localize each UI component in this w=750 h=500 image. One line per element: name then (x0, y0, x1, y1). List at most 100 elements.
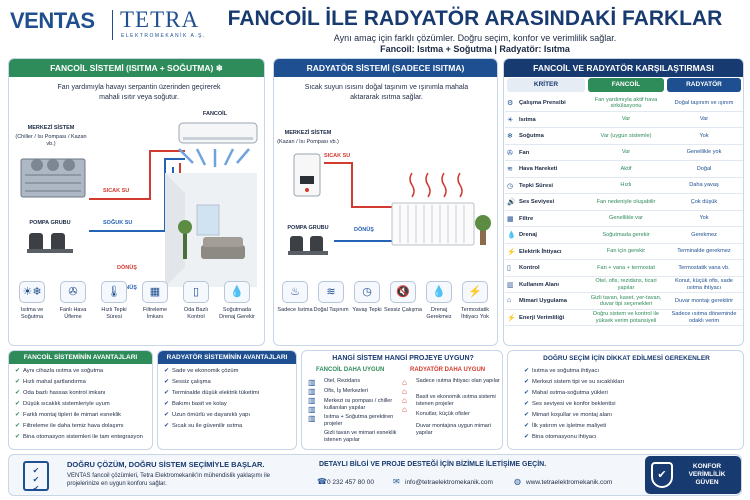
radiator-cell: Termostatik vana vb. (678, 264, 730, 271)
criterion-cell: Çalışma Prensibi (519, 100, 566, 106)
criterion-cell: Isıtma (519, 116, 536, 123)
footer-email[interactable]: info@tetraelektromekanik.com (405, 479, 493, 486)
list-item: Bakımı basit ve kolay (164, 401, 227, 408)
mute-icon: 🔇 (390, 281, 416, 303)
use-item: Sadece ısıtma ihtiyacı olan yapılar (416, 378, 500, 384)
criterion-cell: Mimari Uygulama (519, 298, 567, 304)
central-system-title: MERKEZİ SİSTEM (27, 125, 75, 131)
list-item: Isıtma ve soğutma ihtiyacı (524, 368, 599, 375)
which-system-header: HANGİ SİSTEM HANGİ PROJEYE UYGUN? (332, 355, 474, 362)
clock-icon: ◷ (354, 281, 380, 303)
fancoil-cell: Fan + vana + termostat (597, 264, 655, 271)
radiator-room (391, 172, 491, 246)
criterion-icon: ◷ (507, 182, 514, 190)
criterion-cell: Soğutma (519, 133, 544, 139)
fan-icon: ✇ (60, 281, 86, 303)
list-item: Sade ve ekonomik çözüm (164, 368, 238, 375)
list-item: Ses seviyesi ve konfor beklentisi (524, 401, 615, 408)
radiator-description: Sıcak suyun ısısını doğal taşınım ve ışı… (304, 84, 469, 101)
fancoil-cell: Fan için gerekir (606, 248, 646, 255)
radiator-cell: Duvar montajı gerektirir (674, 297, 734, 304)
radiator-cell: Var (699, 116, 709, 123)
fancoil-cell: Var (621, 116, 631, 123)
use-item: Otel, Rezidans (324, 378, 361, 384)
criterion-icon: ☀ (507, 116, 514, 124)
comparison-header: FANCOİL VE RADYATÖR KARŞILAŞTIRMASI (504, 59, 743, 77)
feature-label: Fanlı Hava Üfleme (59, 307, 87, 320)
list-item: Sessiz çalışma (164, 379, 211, 386)
fancoil-adv-header: FANCOİL SİSTEMİNİN AVANTAJLARI (9, 351, 152, 364)
criterion-icon: 🔊 (507, 199, 516, 206)
radiator-pump-group (288, 236, 328, 255)
feature-label: Filtreleme İmkanı (142, 307, 168, 320)
use-item: Merkezi ısı pompası / chiller kullanılan… (324, 398, 393, 411)
list-item: Hızlı mahal şartlandırma (15, 379, 86, 386)
list-item: İlk yatırım ve işletme maliyeti (524, 423, 606, 430)
list-item: Filtreleme ile daha temiz hava dolaşımı (15, 423, 124, 430)
footer-web[interactable]: www.tetraelektromekanik.com (526, 479, 613, 486)
fancoil-cell: Var (621, 149, 631, 156)
feature-label: Soğutmada Drenaj Gerekir (219, 307, 255, 320)
no-drain-icon: 💧 (426, 281, 452, 303)
convection-icon: ≋ (318, 281, 344, 303)
plug-icon: ⚡ (462, 281, 488, 303)
footer-phone[interactable]: 0 232 457 80 00 (327, 479, 374, 486)
return-label-1: DÖNÜŞ (117, 265, 137, 271)
drain-icon: 💧 (224, 281, 250, 303)
comparison-panel: FANCOİL VE RADYATÖR KARŞILAŞTIRMASI (503, 58, 744, 346)
page-subtitle: Aynı amaç için farklı çözümler. Doğru se… (333, 33, 617, 43)
radiator-cell: Yok (699, 215, 709, 222)
fancoil-cell: Fan nedeniyle oluşabilir (596, 198, 656, 205)
criterion-cell: Kullanım Alanı (519, 281, 560, 288)
which-system-panel: HANGİ SİSTEM HANGİ PROJEYE UYGUN? FANCOİ… (301, 350, 503, 450)
feature-label: Oda Bazlı Kontrol (183, 307, 209, 320)
checklist-icon: ✔✔✔ (23, 461, 49, 493)
list-item: Aynı cihazla ısıtma ve soğutma (15, 368, 103, 375)
page-title: FANCOİL İLE RADYATÖR ARASINDAKİ FARKLAR (227, 7, 723, 30)
criterion-cell: Elektrik İhtiyacı (519, 248, 562, 255)
radiator-cell: Daha yavaş (689, 182, 719, 189)
boiler-unit (293, 153, 321, 197)
criterion-icon: ❄ (507, 133, 513, 140)
radiator-cell: Gerekmez (691, 231, 717, 238)
fancoil-panel-header: FANCOİL SİSTEMİ (ISITMA + SOĞUTMA) ❄ (9, 59, 264, 77)
list-item: Bina otomasyon sistemleri ile tam entegr… (15, 434, 143, 441)
criterion-icon: 💧 (507, 232, 516, 239)
criterion-cell: Fan (519, 149, 530, 156)
criterion-cell: Kontrol (519, 265, 540, 271)
radiator-pipes (324, 162, 392, 242)
criterion-cell: Ses Seviyesi (519, 199, 555, 205)
badge: ✔ KONFOR VERİMLİLİK GÜVEN (645, 456, 741, 494)
fancoil-cell: Fan yardımıyla aktif hava sirkülasyonu (594, 96, 658, 110)
hot-water-label: SICAK SU (103, 188, 130, 194)
fancoil-cell: Otel, ofis, rezidans, ticari yapılar (595, 278, 657, 291)
footer-cta: DETAYLI BİLGİ VE PROJE DESTEĞİ İÇİN BİZİ… (319, 461, 547, 468)
chiller-unit (20, 158, 86, 198)
radiator-panel: RADYATÖR SİSTEMİ (SADECE ISITMA) Sıcak s… (273, 58, 498, 346)
feature-label: Doğal Taşınım (313, 307, 349, 313)
tips-header: DOĞRU SEÇİM İÇİN DİKKAT EDİLMESİ GEREKEN… (543, 355, 710, 362)
use-item: Isıtma + Soğutma gerektiren projeler (324, 414, 394, 427)
radiator-system-title: MERKEZİ SİSTEM (284, 130, 332, 136)
fancoil-unit-label: FANCOİL (202, 111, 228, 117)
page-subtitle-2: Fancoil: Isıtma + Soğutma | Radyatör: Is… (380, 44, 570, 54)
fancoil-cell: Doğru sistem ve kontrol ile yüksek verim… (593, 311, 659, 324)
list-item: Sıcak su ile güvenilir ısıtma (164, 423, 242, 430)
fancoil-cell: Gizli tavan, kaset, yer-tavan, duvar tip… (590, 294, 662, 308)
criterion-icon: ⚡ (507, 248, 516, 256)
room-illustration (165, 122, 258, 287)
feature-label: Isıtma ve Soğutma (20, 307, 44, 320)
use-item: Duvar montajına uygun mimari yapılar (416, 423, 491, 436)
pump-group-label: POMPA GRUBU (29, 220, 71, 226)
list-item: Düşük sıcaklık sistemleriyle uyum (15, 401, 110, 408)
building-icon: ▥▥▥▥▥ (308, 378, 316, 423)
